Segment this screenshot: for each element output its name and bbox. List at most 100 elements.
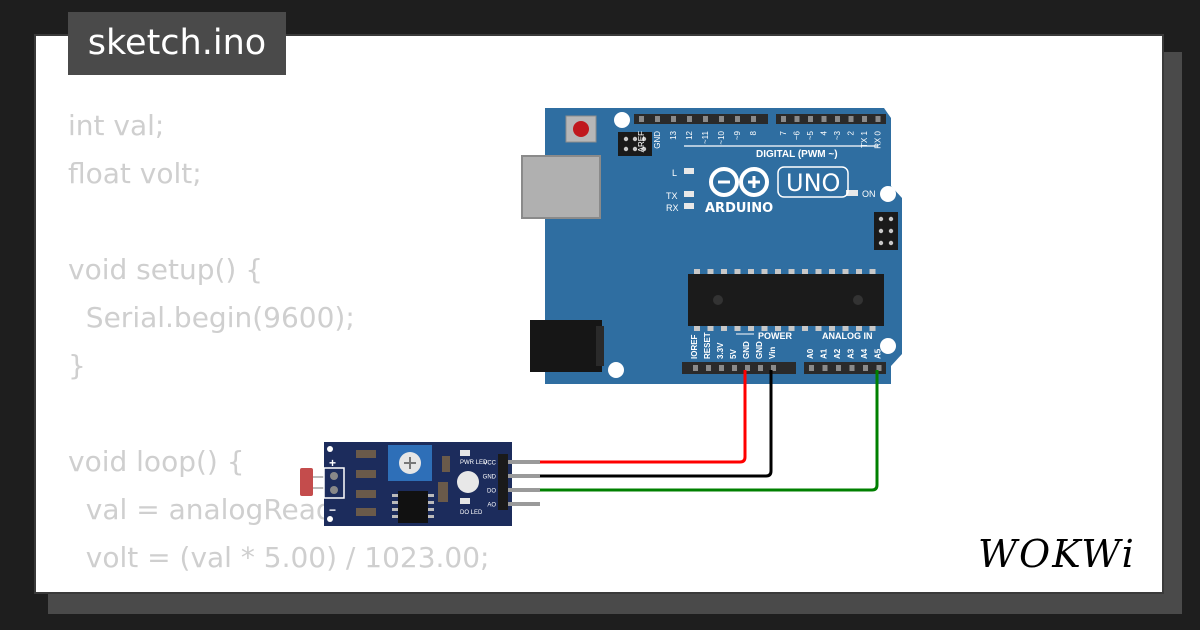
header-pin[interactable] [655,116,660,122]
chip-leg [734,326,741,331]
header-pin[interactable] [771,365,776,371]
pin-label: A2 [833,348,842,359]
header-pin[interactable] [639,116,644,122]
digital-header [634,114,886,124]
pin-label: Vin [768,347,777,359]
header-pin[interactable] [671,116,676,122]
code-line: volt = (val * 5.00) / 1023.00; [68,541,490,574]
potentiometer[interactable] [388,445,432,481]
pin-label: ~9 [733,130,742,140]
chip-leg [761,326,768,331]
chip-leg [748,326,754,331]
header-pin[interactable] [687,116,692,122]
header-pin[interactable] [848,116,854,122]
header-pin[interactable] [703,116,708,122]
header-pin[interactable] [735,116,740,122]
pin-label: ~10 [717,130,726,144]
sensor-pin[interactable] [508,502,540,506]
chip-leg [802,326,808,331]
chip-leg [856,326,862,331]
wire-signal[interactable] [538,370,879,492]
header-pin[interactable] [835,116,840,122]
pin-label: 3.3V [716,342,725,359]
atmega-chip [688,269,884,331]
filename-text: sketch.ino [87,23,267,63]
header-pin[interactable] [836,365,841,371]
header-pin[interactable] [875,116,881,122]
header-pin[interactable] [794,116,800,122]
project-card[interactable]: int val; float volt; void setup() { Seri… [34,34,1164,594]
pin-label: A3 [847,348,856,359]
led-rx [684,203,694,209]
arduino-infinity-logo [709,167,769,197]
header-pin[interactable] [808,116,813,122]
header-pin[interactable] [781,116,786,122]
usb-connector [521,155,601,219]
code-line: int val; [68,109,165,142]
pin-label: A4 [860,348,869,359]
header-pin[interactable] [876,365,882,371]
header-pin[interactable] [863,365,868,371]
wokwi-logo: WOKWi [978,532,1134,576]
header-pin[interactable] [862,116,867,122]
sensor-pin[interactable] [508,460,540,464]
pin-label: 7 [779,130,788,135]
comparator-chip [392,491,434,523]
uno-text: UNO [786,169,840,197]
header-pin[interactable] [821,116,827,122]
pin-label: 13 [669,130,678,139]
power-jack [530,320,602,372]
chip-leg [694,269,700,274]
wire-gnd[interactable] [538,370,773,478]
header-pin[interactable] [758,365,763,371]
sensor-pin[interactable] [508,488,540,492]
chip-leg [707,326,714,331]
pin-label: RESET [703,332,712,359]
sensor-minus-label: − [329,503,336,517]
do-led-label: DO LED [460,510,483,516]
chip-leg [802,269,808,274]
header-pin[interactable] [719,365,724,371]
pin-label: 5V [729,349,738,359]
header-pin[interactable] [751,116,756,122]
header-pin[interactable] [693,365,698,371]
wire-vcc[interactable] [538,370,747,464]
pin-label: 2 [847,130,856,135]
pin-label: A1 [820,348,829,359]
chip-leg [721,326,727,331]
led-label-rx: RX [666,203,679,213]
pin-label: 12 [685,130,694,139]
header-pin[interactable] [732,365,737,371]
sensor-pin-label: VCC [483,461,496,467]
chip-leg [829,326,835,331]
sensor-pin[interactable] [508,474,540,478]
chip-leg [869,326,876,331]
header-pin[interactable] [822,365,828,371]
photoresistor-sensor-module[interactable]: + − [300,442,540,526]
icsp-header-right [874,212,898,250]
code-line: void setup() { [68,253,264,286]
analog-header [804,362,886,374]
pin-label: A5 [874,348,883,359]
chip-leg [842,326,849,331]
chip-leg [815,269,822,274]
header-pin[interactable] [719,116,724,122]
pin-label: ~11 [701,130,710,144]
sensor-plus-label: + [329,456,336,470]
header-pin[interactable] [849,365,855,371]
pin-label: IOREF [690,334,699,359]
sketch-filename-tab[interactable]: sketch.ino [68,12,286,75]
uno-badge [777,166,849,198]
code-line: Serial.begin(9600); [68,301,355,334]
sensor-cap [457,471,479,493]
do-led [460,498,470,504]
pin-label: GND [653,131,662,149]
header-pin[interactable] [745,365,750,371]
header-pin[interactable] [809,365,814,371]
pin-label: 8 [749,130,758,135]
chip-leg [829,269,835,274]
header-pin[interactable] [706,365,711,371]
